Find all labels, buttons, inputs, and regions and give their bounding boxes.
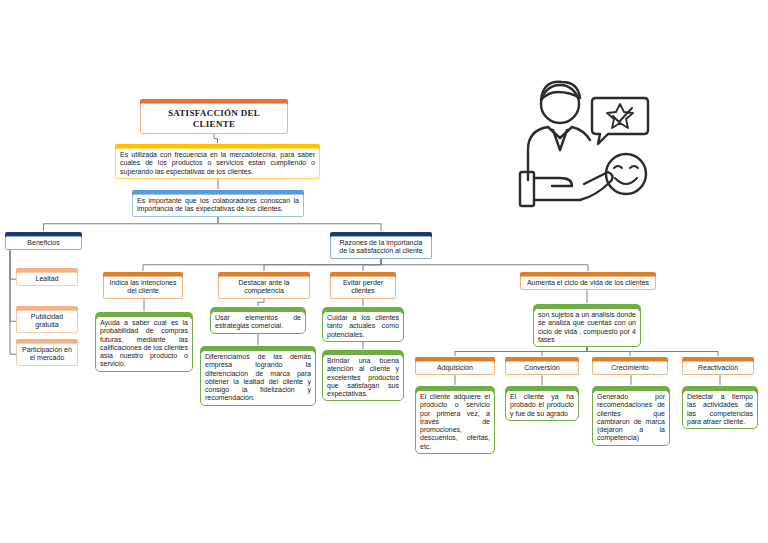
node-text: Evitar perder clientes xyxy=(335,279,391,296)
note-box: Es importante que los colaboradores cono… xyxy=(132,194,304,217)
node-text: Conversión xyxy=(510,364,574,372)
node-text: Cuidar a los clientes tanto actuales com… xyxy=(327,314,399,339)
node-text: Reactivación xyxy=(687,364,749,372)
detail-box: Usar elementos de estrategias comercial. xyxy=(210,311,306,334)
connector-line xyxy=(363,299,364,307)
node-text: El cliente adquiere el producto o servic… xyxy=(420,393,490,451)
hair-icon xyxy=(541,82,580,100)
title-box: SATISFACCIÓN DEL CLIENTE xyxy=(140,103,288,134)
connector-line xyxy=(587,347,718,356)
node-text: Participación en el mercado xyxy=(21,346,73,363)
node-text: Razones de la importancia de la satisfac… xyxy=(335,239,427,256)
connector-line xyxy=(144,299,145,312)
category-box: Beneficios xyxy=(5,236,82,250)
reason-box: Aumenta el ciclo de vida de los clientes xyxy=(520,276,656,290)
connector-line xyxy=(264,259,381,272)
connector-line xyxy=(455,347,587,356)
detail-box: Detectar a tiempo las actividades de las… xyxy=(682,390,758,429)
detail-box: Generado por recomendaciones de clientes… xyxy=(592,390,670,446)
reason-box: Conversión xyxy=(505,361,579,375)
category-box: Razones de la importancia de la satisfac… xyxy=(330,236,432,259)
node-text: Es utilizada con frecuencia en la mercad… xyxy=(120,151,315,176)
connector-line xyxy=(631,375,632,385)
reason-box: Indica las intenciones del cliente xyxy=(103,276,183,299)
node-text: Brindar una buena atención al cliente y … xyxy=(327,357,399,398)
node-text: SATISFACCIÓN DEL CLIENTE xyxy=(147,108,281,129)
detail-box: Ayuda a saber cual es la probabilidad de… xyxy=(95,316,193,372)
detail-box: El cliente ya ha probado el producto y f… xyxy=(505,390,579,421)
node-text: Indica las intenciones del cliente xyxy=(108,279,178,296)
benefit-box: Lealtad xyxy=(16,272,78,286)
connector-line xyxy=(214,134,218,143)
connector-line xyxy=(455,375,456,385)
connector-line xyxy=(363,342,364,349)
smiley-eyes xyxy=(614,166,638,168)
description-box: Es utilizada con frecuencia en la mercad… xyxy=(115,148,320,179)
reason-box: Crecimiento xyxy=(592,361,668,375)
node-text: Destacar ante la competencia xyxy=(223,279,305,296)
node-text: Lealtad xyxy=(21,275,73,283)
detail-box: Brindar una buena atención al cliente y … xyxy=(322,354,404,401)
connector-line xyxy=(542,375,543,385)
connector-line xyxy=(258,299,264,307)
reason-box: Evitar perder clientes xyxy=(330,276,396,299)
node-text: Detectar a tiempo las actividades de las… xyxy=(687,393,753,426)
connector-line xyxy=(44,217,219,232)
detail-box: Cuidar a los clientes tanto actuales com… xyxy=(322,311,404,342)
reason-box: Destacar ante la competencia xyxy=(218,276,310,299)
node-text: Usar elementos de estrategias comercial. xyxy=(215,314,301,331)
head-icon xyxy=(541,85,579,123)
collar-icon xyxy=(553,130,567,150)
connector-line xyxy=(218,179,219,189)
benefit-box: Publicidad gratuita xyxy=(16,310,78,333)
node-text: Crecimiento xyxy=(597,364,663,372)
detail-box: Diferenciamos de las demás empresa logra… xyxy=(200,350,316,406)
connector-line xyxy=(363,259,381,272)
connector-line xyxy=(10,250,16,354)
connector-line xyxy=(258,334,259,346)
connector-line xyxy=(720,375,721,385)
arm-icon xyxy=(520,172,534,206)
node-text: Aumenta el ciclo de vida de los clientes xyxy=(525,279,651,287)
node-text: son sujetos a un analisis donde se anali… xyxy=(538,311,636,344)
node-text: Generado por recomendaciones de clientes… xyxy=(597,393,665,443)
node-text: El cliente ya ha probado el producto y f… xyxy=(510,393,574,418)
connector-line xyxy=(381,259,588,272)
check-icon xyxy=(613,108,632,122)
star-icon xyxy=(607,104,633,128)
benefit-box: Participación en el mercado xyxy=(16,343,78,366)
node-text: Es importante que los colaboradores cono… xyxy=(137,197,299,214)
node-text: Ayuda a saber cual es la probabilidad de… xyxy=(100,319,188,369)
hand-icon xyxy=(534,172,613,200)
connector-line xyxy=(143,259,381,272)
body-icon xyxy=(528,127,590,180)
connector-line xyxy=(218,217,381,232)
node-text: Publicidad gratuita xyxy=(21,313,73,330)
node-text: Diferenciamos de las demás empresa logra… xyxy=(205,353,311,403)
reason-box: Adquisición xyxy=(415,361,495,375)
node-text: Adquisición xyxy=(420,364,490,372)
reason-box: Reactivación xyxy=(682,361,754,375)
connector-line xyxy=(542,347,587,356)
detail-box: El cliente adquiere el producto o servic… xyxy=(415,390,495,454)
connector-line xyxy=(587,290,588,303)
smiley-icon xyxy=(606,154,646,194)
detail-box: son sujetos a un analisis donde se anali… xyxy=(533,308,641,347)
node-text: Beneficios xyxy=(10,239,77,247)
speech-bubble-icon xyxy=(592,98,648,144)
smiley-mouth xyxy=(615,178,637,184)
